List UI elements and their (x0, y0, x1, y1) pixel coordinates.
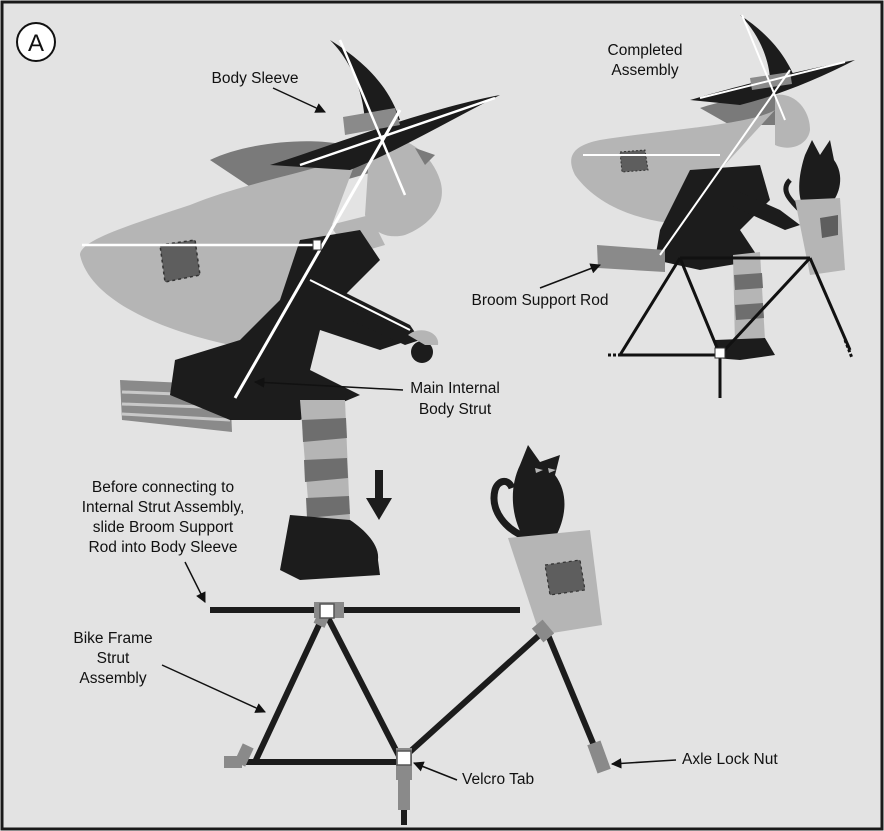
label-bike-frame-3: Assembly (79, 670, 146, 687)
label-main-internal-body-strut-2: Body Strut (419, 401, 492, 418)
label-bike-frame-1: Bike Frame (73, 630, 152, 647)
label-bike-frame-2: Strut (97, 650, 130, 667)
label-before-connecting-2: Internal Strut Assembly, (82, 499, 245, 516)
main-cape-patch (160, 240, 200, 282)
label-broom-support-rod: Broom Support Rod (472, 292, 609, 309)
panel-badge: A (17, 23, 55, 61)
label-before-connecting-1: Before connecting to (92, 479, 234, 496)
label-main-internal-body-strut-1: Main Internal (410, 380, 500, 397)
label-before-connecting-3: slide Broom Support (93, 519, 234, 536)
main-striped-leg (300, 400, 350, 525)
label-velcro-tab: Velcro Tab (462, 771, 534, 788)
velcro-tab-top (320, 604, 334, 618)
label-completed-assembly-1: Completed (608, 42, 683, 59)
label-completed-assembly-2: Assembly (611, 62, 678, 79)
label-axle-lock-nut: Axle Lock Nut (682, 751, 778, 768)
velcro-tab-bottom (397, 751, 411, 765)
label-before-connecting-4: Rod into Body Sleeve (88, 539, 237, 556)
label-body-sleeve: Body Sleeve (211, 70, 298, 87)
panel-badge-letter: A (28, 30, 44, 57)
